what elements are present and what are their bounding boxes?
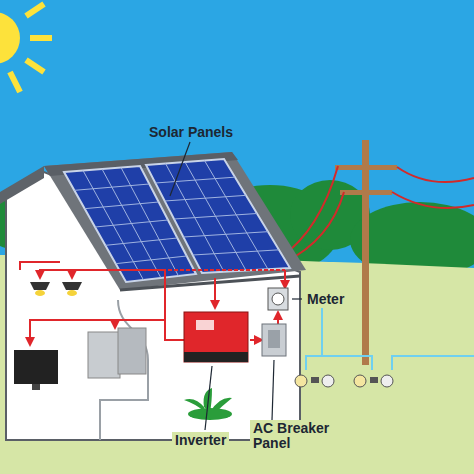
house-part	[0, 166, 44, 204]
meter-connections-part	[306, 308, 322, 370]
solar-panel-array-part	[105, 238, 177, 245]
solar-panel-array-part	[74, 184, 149, 190]
meter-label: Meter	[304, 291, 347, 308]
leader-lines-part	[272, 360, 274, 420]
washer-dryer	[88, 328, 146, 378]
solar-panel-array-part	[146, 159, 290, 273]
leader-lines	[170, 142, 302, 430]
meter-part	[272, 293, 284, 305]
wiring-part	[214, 278, 216, 308]
utility-pole-part	[362, 140, 369, 365]
solar-panel-array-part	[116, 256, 187, 264]
solar-panels-label: Solar Panels	[146, 124, 236, 141]
leader-lines-part	[205, 366, 212, 430]
sun-part	[26, 60, 44, 72]
household-meter-icons-part	[295, 375, 307, 387]
sun-part	[26, 4, 44, 16]
wiring-part	[114, 320, 116, 328]
wiring-part	[20, 262, 60, 270]
utility-pole-part	[397, 167, 474, 182]
wiring-part	[40, 270, 165, 320]
lamps-part	[35, 290, 45, 296]
breaker-panel-label: AC Breaker Panel	[250, 420, 340, 453]
lamps-part	[62, 282, 82, 290]
solar-panel-array-part	[193, 250, 279, 255]
television-part	[14, 350, 58, 384]
meter-connections	[306, 308, 474, 370]
wiring-part	[250, 339, 262, 341]
inverter-part	[196, 320, 214, 330]
house	[0, 152, 306, 440]
household-meter-icons-part	[370, 377, 378, 383]
television	[14, 350, 58, 390]
sun-part	[30, 35, 52, 41]
sun-part	[10, 72, 20, 92]
ac-breaker-panel-part	[262, 324, 286, 356]
lamps-part	[30, 282, 50, 290]
wiring-part	[71, 270, 73, 278]
lamps-part	[67, 290, 77, 296]
household-meter-icons	[295, 375, 393, 387]
household-meter-icons-part	[354, 375, 366, 387]
utility-pole-part	[392, 192, 474, 208]
solar-panel-array-part	[95, 220, 168, 227]
solar-panel-array-part	[183, 232, 268, 237]
television-part	[32, 384, 40, 390]
utility-pole-part	[335, 165, 397, 170]
ac-breaker-panel	[262, 324, 286, 356]
sun	[0, 4, 52, 92]
solar-panel-array-part	[165, 195, 246, 201]
plant-part	[188, 408, 232, 420]
meter-part	[268, 288, 288, 310]
washer-dryer-part	[118, 328, 146, 374]
wiring-part	[284, 270, 286, 288]
leader-lines-part	[292, 298, 302, 299]
wiring-part	[150, 269, 285, 271]
household-meter-icons-part	[311, 377, 319, 383]
utility-pole	[280, 140, 474, 365]
wiring-part	[277, 312, 279, 325]
lamps	[30, 282, 82, 296]
meter-connections-part	[322, 356, 372, 370]
household-meter-icons-part	[322, 375, 334, 387]
household-meter-icons-part	[381, 375, 393, 387]
inverter-part	[184, 312, 248, 362]
inverter-part	[184, 352, 248, 362]
solar-panel-array-part	[155, 177, 235, 183]
leader-lines-part	[170, 142, 190, 196]
sun-part	[0, 12, 20, 64]
solar-panel-array-part	[85, 202, 159, 209]
utility-pole-part	[340, 190, 392, 195]
meter-connections-part	[392, 356, 474, 370]
washer-dryer-part	[88, 332, 120, 378]
solar-panel-array-part	[174, 214, 257, 220]
meter	[268, 288, 288, 310]
inverter-label: Inverter	[172, 432, 229, 449]
ac-breaker-panel-part	[268, 330, 280, 348]
inverter	[184, 312, 248, 362]
